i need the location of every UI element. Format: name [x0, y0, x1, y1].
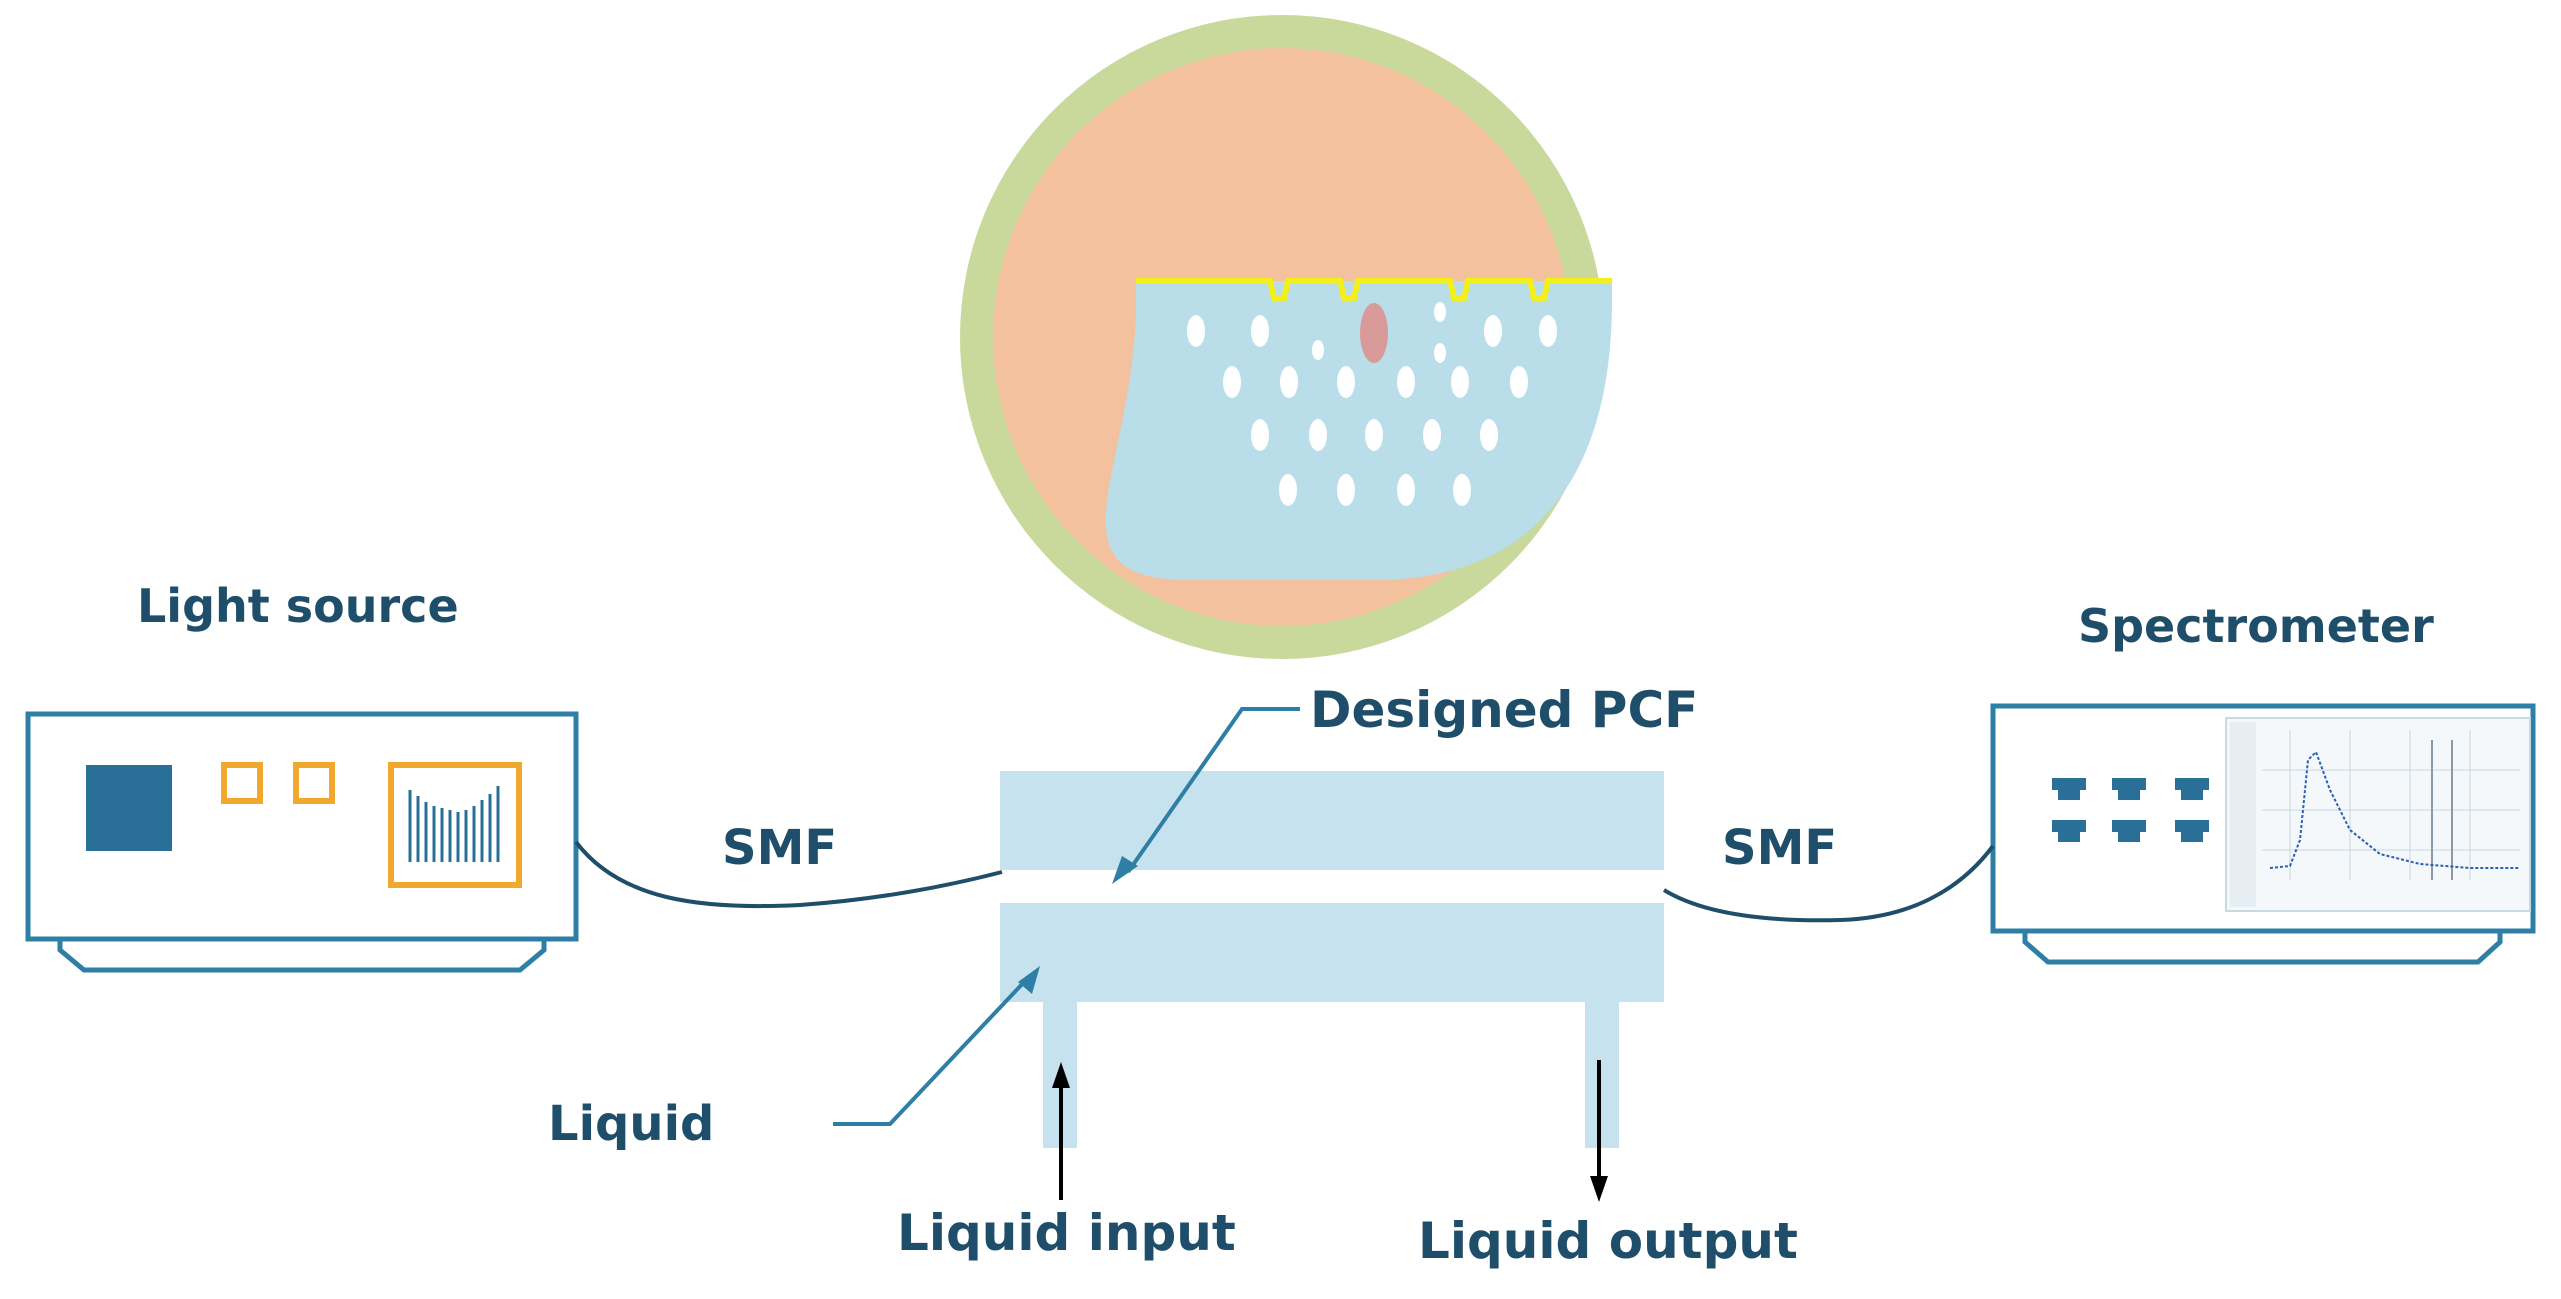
- air-holes: [1187, 302, 1557, 506]
- spectrum-bars-icon: [408, 786, 500, 862]
- light-source-device: [25, 711, 579, 973]
- liquid-pointer: [833, 966, 1040, 1126]
- fiber-chip: [1000, 771, 1664, 1148]
- designed-pcf-pointer: [1112, 707, 1300, 884]
- light-source-button-2: [293, 762, 335, 804]
- spectrometer-device: [1990, 703, 2536, 965]
- spectrometer-buttons: [2052, 778, 2209, 842]
- pcf-cross-section: [960, 15, 1612, 659]
- designed-pcf-label: Designed PCF: [1310, 681, 1698, 739]
- spectrometer-label: Spectrometer: [2078, 599, 2434, 653]
- outlet-tube: [1585, 1002, 1619, 1148]
- light-source-base: [57, 936, 547, 973]
- light-source-label: Light source: [137, 579, 459, 633]
- light-source-button-1: [221, 762, 263, 804]
- smf-cable-left: [574, 840, 1003, 909]
- analyte-core: [1360, 303, 1388, 363]
- lower-channel: [1000, 903, 1664, 1002]
- spectrometer-base: [2022, 928, 2503, 965]
- liquid-output-arrow: [1590, 1060, 1608, 1202]
- smf-cable-right: [1662, 844, 1995, 923]
- spectrum-screen-icon: [2225, 717, 2531, 912]
- liquid-label: Liquid: [548, 1096, 714, 1152]
- gold-film: [1136, 278, 1612, 301]
- smf-right-label: SMF: [1722, 820, 1837, 876]
- smf-left-label: SMF: [722, 820, 837, 876]
- liquid-input-arrow: [1052, 1062, 1070, 1200]
- liquid-output-label: Liquid output: [1418, 1212, 1798, 1270]
- light-source-panel: [86, 765, 172, 851]
- upper-channel: [1000, 771, 1664, 870]
- liquid-input-label: Liquid input: [897, 1204, 1236, 1262]
